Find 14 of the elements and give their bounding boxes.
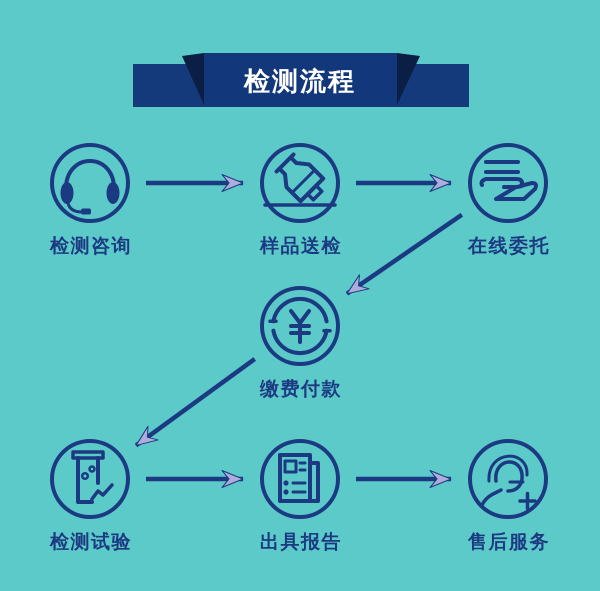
arrow xyxy=(356,174,452,192)
step-label: 检测咨询 xyxy=(48,235,132,257)
step-label: 检测试验 xyxy=(48,531,132,553)
arrow xyxy=(356,470,452,488)
arrow xyxy=(134,357,256,448)
step-label: 样品送检 xyxy=(258,235,342,257)
arrow xyxy=(146,174,244,192)
step-label: 缴费付款 xyxy=(258,378,342,400)
arrow xyxy=(146,470,244,488)
arrow xyxy=(346,212,464,296)
step-label: 出具报告 xyxy=(258,531,342,553)
diagram-title: 检测流程 xyxy=(242,66,357,99)
step-label: 售后服务 xyxy=(466,531,550,553)
step-label: 在线委托 xyxy=(466,235,550,257)
